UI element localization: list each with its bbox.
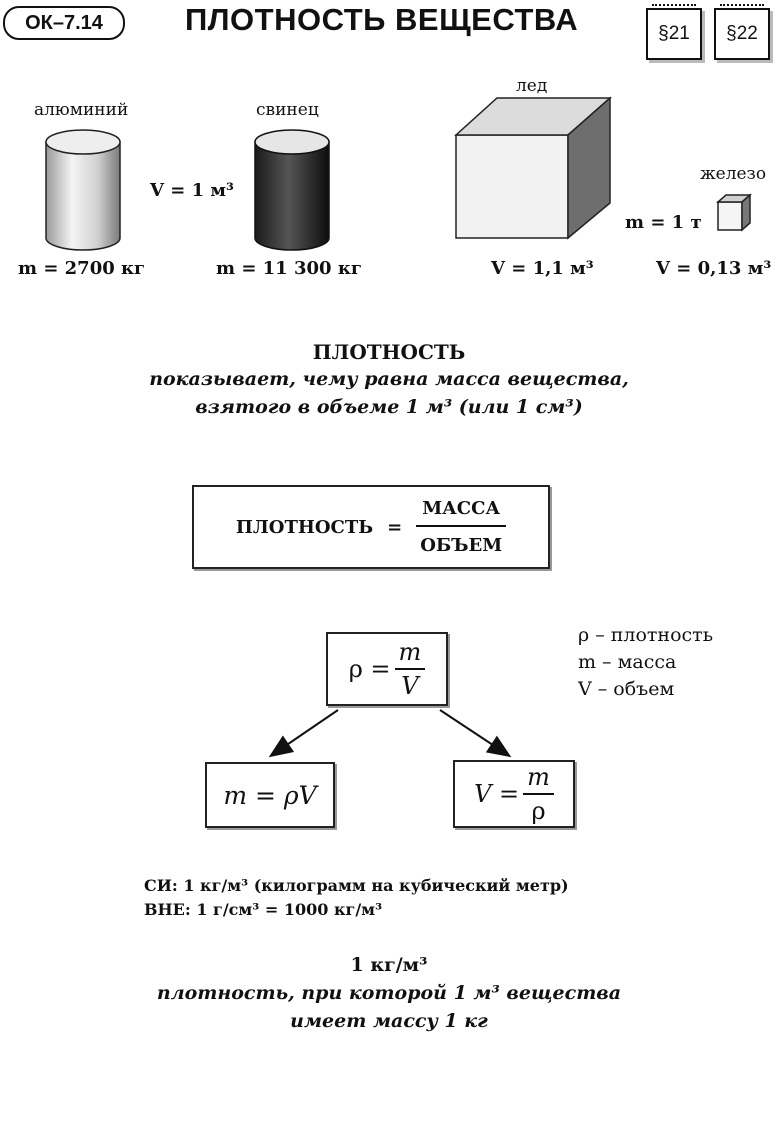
paragraph-ref-22-label: §22 — [726, 23, 758, 44]
definition-line-2: взятого в объеме 1 м³ (или 1 см³) — [195, 396, 583, 418]
density-formula-lhs: ρ = — [348, 655, 391, 683]
mass-formula: m = ρV — [223, 780, 317, 810]
legend-density: ρ – плотность — [578, 624, 714, 646]
legend-mass: m – масса — [578, 651, 677, 673]
density-formula-denominator: V — [401, 672, 419, 700]
volume-formula-denominator: ρ — [531, 797, 546, 825]
volume-formula-numerator: m — [523, 763, 554, 795]
legend-volume: V – объем — [578, 678, 675, 700]
volume-formula-fraction: m ρ — [523, 763, 554, 825]
substance-illustrations — [45, 96, 752, 251]
ice-label: лед — [516, 76, 548, 96]
word-formula-fraction: МАССА ОБЪЕМ — [416, 498, 507, 556]
unit-definition-line-2: имеет массу 1 кг — [290, 1010, 488, 1032]
definition-line-1: показывает, чему равна масса вещества, — [149, 368, 629, 390]
shared-volume-label: V = 1 м³ — [150, 180, 234, 201]
paragraph-ref-21-label: §21 — [658, 23, 690, 44]
shared-mass-label: m = 1 т — [625, 212, 702, 233]
word-formula-equals: = — [387, 516, 403, 538]
ice-cube-icon — [454, 96, 612, 240]
word-formula-numerator: МАССА — [416, 498, 507, 527]
aluminium-label: алюминий — [34, 100, 129, 120]
si-unit-line: СИ: 1 кг/м³ (килограмм на кубический мет… — [144, 876, 569, 895]
lead-mass: m = 11 300 кг — [216, 258, 362, 279]
paragraph-ref-22[interactable]: §22 — [714, 4, 770, 60]
word-formula-lhs: ПЛОТНОСТЬ — [235, 516, 374, 538]
mass-formula-box: m = ρV — [205, 762, 335, 828]
derivation-arrows — [268, 709, 512, 758]
lead-label: свинец — [256, 100, 319, 120]
unit-definition-heading: 1 кг/м³ — [350, 954, 428, 976]
density-formula-box: ρ = m V — [326, 632, 448, 706]
lesson-code: ОК–7.14 — [25, 11, 103, 34]
iron-cube-icon — [716, 193, 752, 232]
arrow-to-mass-formula — [268, 709, 339, 758]
extra-unit-line: ВНЕ: 1 г/см³ = 1000 кг/м³ — [144, 900, 383, 919]
unit-definition-line-1: плотность, при которой 1 м³ вещества — [156, 982, 622, 1004]
aluminium-cylinder-icon — [45, 129, 121, 251]
aluminium-mass: m = 2700 кг — [18, 258, 146, 279]
paragraph-ref-21[interactable]: §21 — [646, 4, 702, 60]
ice-volume: V = 1,1 м³ — [491, 258, 594, 279]
iron-label: железо — [700, 164, 767, 184]
arrow-to-volume-formula — [439, 709, 512, 758]
volume-formula-box: V = m ρ — [453, 760, 575, 828]
word-formula-box: ПЛОТНОСТЬ = МАССА ОБЪЕМ — [192, 485, 550, 569]
volume-formula-lhs: V = — [474, 780, 520, 808]
iron-volume: V = 0,13 м³ — [656, 258, 772, 279]
word-formula-denominator: ОБЪЕМ — [420, 535, 503, 556]
definition-heading: ПЛОТНОСТЬ — [312, 340, 466, 364]
density-formula-fraction: m V — [394, 638, 426, 700]
page-title: ПЛОТНОСТЬ ВЕЩЕСТВА — [185, 2, 579, 37]
lead-cylinder-icon — [254, 129, 330, 251]
density-formula-numerator: m — [394, 638, 426, 670]
lesson-code-badge: ОК–7.14 — [3, 6, 125, 40]
